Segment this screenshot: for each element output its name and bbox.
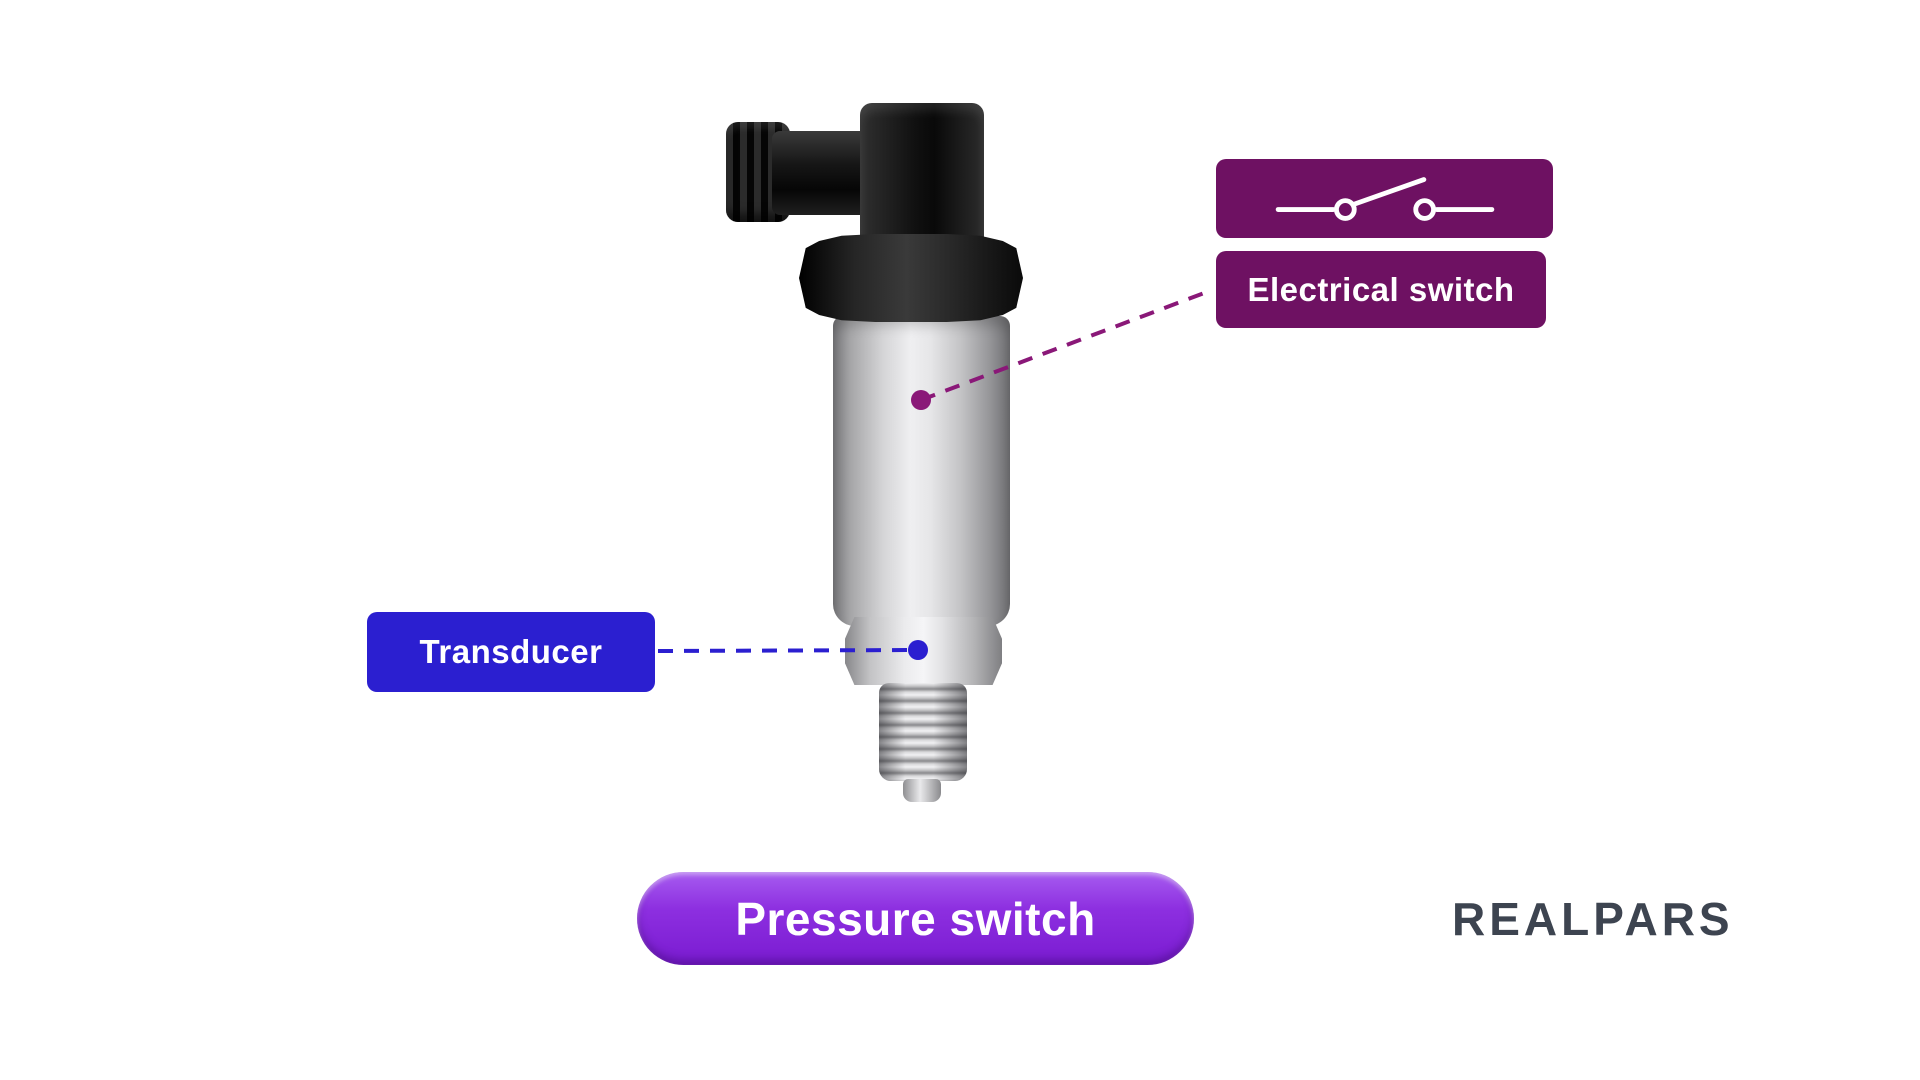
stem-tip <box>903 779 941 802</box>
switch-body-cylinder <box>833 316 1010 626</box>
electrical-switch-icon-box <box>1216 159 1553 238</box>
threaded-stem <box>879 683 967 781</box>
transducer-label: Transducer <box>367 612 655 692</box>
transducer-label-text: Transducer <box>419 633 603 670</box>
electrical-switch-label-text: Electrical switch <box>1247 270 1515 308</box>
pressure-switch-title-text: Pressure switch <box>735 892 1096 945</box>
realpars-logo: REALPARS <box>1452 893 1734 945</box>
cable-connector-body <box>860 103 984 249</box>
open-switch-circuit-icon <box>1275 176 1494 221</box>
electrical-switch-label: Electrical switch <box>1216 251 1546 328</box>
hex-fitting <box>845 617 1002 685</box>
locking-nut <box>799 234 1023 322</box>
pressure-switch-title: Pressure switch <box>637 872 1194 965</box>
